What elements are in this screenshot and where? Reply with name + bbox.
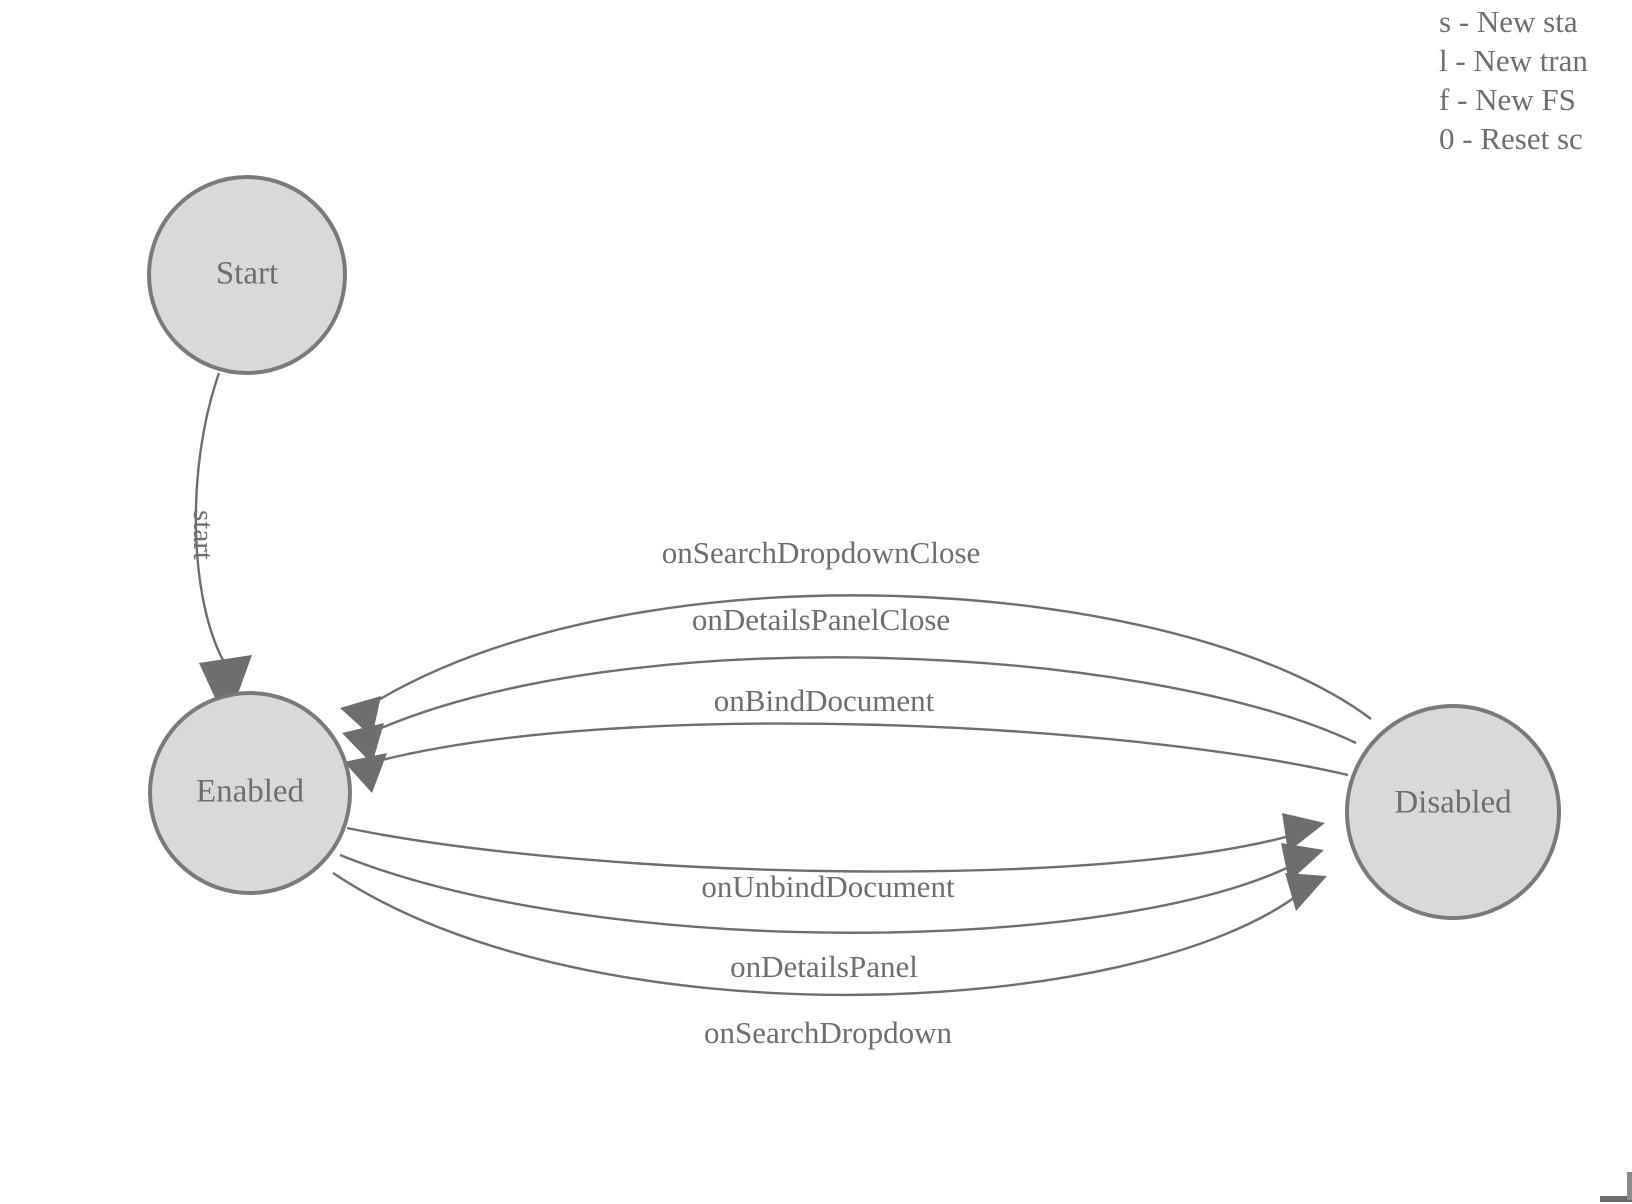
help-line: f - New FS <box>1439 82 1576 117</box>
node-start[interactable]: Start <box>147 175 347 375</box>
edge-path[interactable] <box>194 372 226 663</box>
edge-onBindDocument[interactable]: onBindDocument <box>344 683 1349 793</box>
edge-path[interactable] <box>371 656 1357 745</box>
arrow-head <box>199 655 252 724</box>
node-disabled[interactable]: Disabled <box>1345 704 1561 920</box>
edge-path[interactable] <box>373 722 1349 777</box>
edge-start[interactable]: start <box>187 372 252 724</box>
node-enabled[interactable]: Enabled <box>148 691 352 895</box>
edge-label: onSearchDropdown <box>704 1015 952 1050</box>
edge-label: start <box>187 510 219 560</box>
edge-onDetailsPanelClose[interactable]: onDetailsPanelClose <box>342 602 1357 764</box>
edge-onDetailsPanel[interactable]: onDetailsPanel <box>339 843 1324 984</box>
help-legend: s - New sta l - New tran f - New FS 0 - … <box>1427 0 1632 158</box>
edge-label: onDetailsPanel <box>730 949 918 984</box>
edge-label: onSearchDropdownClose <box>662 535 981 570</box>
horizontal-scrollbar-nub[interactable] <box>1600 1196 1632 1202</box>
node-circle[interactable] <box>148 691 352 895</box>
vertical-scrollbar-nub[interactable] <box>1627 1172 1632 1200</box>
node-circle[interactable] <box>1345 704 1561 920</box>
arrow-head <box>1285 873 1327 911</box>
node-label: Disabled <box>1394 785 1512 821</box>
edge-onSearchDropdown[interactable]: onSearchDropdown <box>332 872 1327 1050</box>
node-label: Start <box>216 256 278 292</box>
help-line: s - New sta <box>1439 4 1578 39</box>
node-circle[interactable] <box>147 175 347 375</box>
edge-label: onUnbindDocument <box>701 869 955 904</box>
edge-path[interactable] <box>369 594 1372 720</box>
help-line: 0 - Reset sc <box>1439 121 1583 156</box>
help-line: l - New tran <box>1439 43 1588 78</box>
edge-path[interactable] <box>346 826 1301 873</box>
arrow-head <box>1281 843 1324 882</box>
edge-label: onDetailsPanelClose <box>692 602 950 637</box>
node-label: Enabled <box>196 774 305 810</box>
edge-label: onBindDocument <box>714 683 935 718</box>
edge-path[interactable] <box>339 853 1300 934</box>
arrow-head <box>1282 813 1325 852</box>
edge-onUnbindDocument[interactable]: onUnbindDocument <box>346 813 1325 904</box>
arrow-head <box>342 723 384 764</box>
arrow-head <box>344 753 387 793</box>
edge-path[interactable] <box>332 872 1304 997</box>
